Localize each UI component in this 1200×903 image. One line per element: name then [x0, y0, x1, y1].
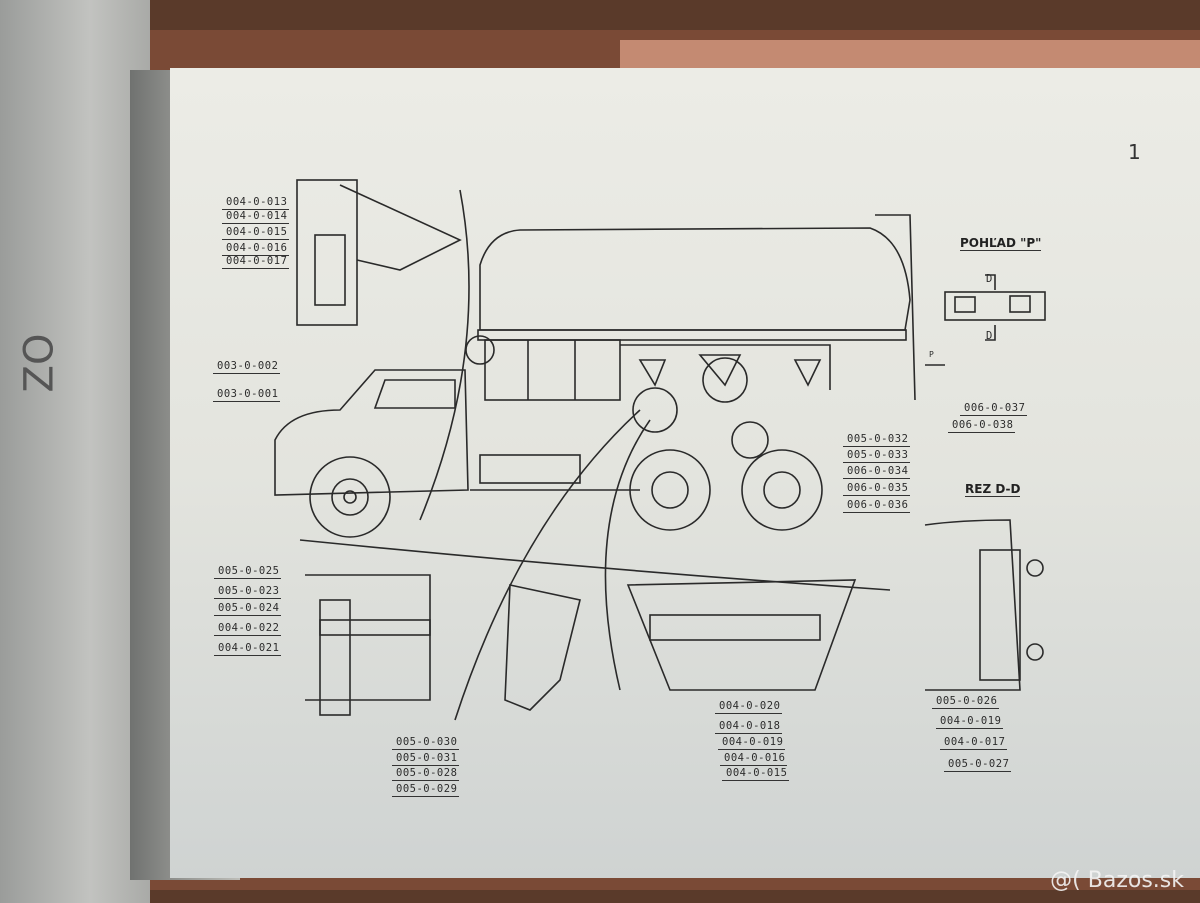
part-label: 006-0-038	[948, 419, 1016, 433]
part-label: 005-0-030	[392, 736, 460, 750]
bracket-detail	[504, 584, 581, 711]
part-label: 005-0-031	[392, 752, 460, 766]
part-label: 004-0-014	[222, 210, 290, 224]
part-label: 004-0-018	[715, 720, 783, 734]
part-label: 005-0-027	[944, 758, 1012, 772]
part-label: 003-0-002	[213, 360, 281, 374]
page-number: 1	[1128, 140, 1141, 164]
p-marker: P	[929, 350, 935, 359]
part-label: 005-0-023	[214, 585, 282, 599]
part-label: 006-0-035	[843, 482, 911, 496]
part-label: 004-0-017	[940, 736, 1008, 750]
tank-ladder	[875, 214, 916, 401]
watermark: @( Bazos.sk	[1050, 868, 1184, 893]
part-label: 005-0-026	[932, 695, 1000, 709]
part-label: 004-0-013	[222, 196, 290, 210]
part-label: 006-0-036	[843, 499, 911, 513]
part-label: 004-0-015	[222, 226, 290, 240]
part-label: 004-0-015	[722, 767, 790, 781]
drawing-sheet	[170, 68, 1200, 878]
part-label: 004-0-022	[214, 622, 282, 636]
part-label: 005-0-028	[392, 767, 460, 781]
d-marker-bottom: D	[986, 330, 993, 342]
part-label: 004-0-020	[715, 700, 783, 714]
part-label: 006-0-034	[843, 465, 911, 479]
part-label: 005-0-025	[214, 565, 282, 579]
tank-body	[479, 227, 911, 331]
part-label: 003-0-001	[213, 388, 281, 402]
part-label: 004-0-021	[214, 642, 282, 656]
center-detail	[626, 579, 857, 691]
part-label: 005-0-032	[843, 433, 911, 447]
wheels	[309, 449, 823, 538]
part-label: 004-0-016	[222, 242, 290, 256]
part-label: 006-0-037	[960, 402, 1028, 416]
part-label: 004-0-019	[718, 736, 786, 750]
part-label: 004-0-019	[936, 715, 1004, 729]
detail-bottom-left	[305, 574, 431, 701]
pohlad-plate	[944, 291, 1046, 321]
part-label: 004-0-017	[222, 255, 290, 269]
storage-box	[484, 339, 621, 401]
chassis-rail	[477, 329, 907, 341]
cab	[274, 369, 469, 496]
section-dd	[924, 519, 1021, 691]
rez-title: REZ D-D	[965, 482, 1021, 497]
cover-strip	[620, 40, 1200, 72]
part-label: 005-0-029	[392, 783, 460, 797]
detail-top-left	[296, 179, 358, 326]
d-marker-top: D	[986, 273, 993, 285]
part-label: 005-0-024	[214, 602, 282, 616]
part-label: 005-0-033	[843, 449, 911, 463]
pohlad-title: POHĽAD "P"	[960, 236, 1042, 251]
left-page: ZO	[0, 0, 150, 903]
part-label: 004-0-016	[720, 752, 788, 766]
